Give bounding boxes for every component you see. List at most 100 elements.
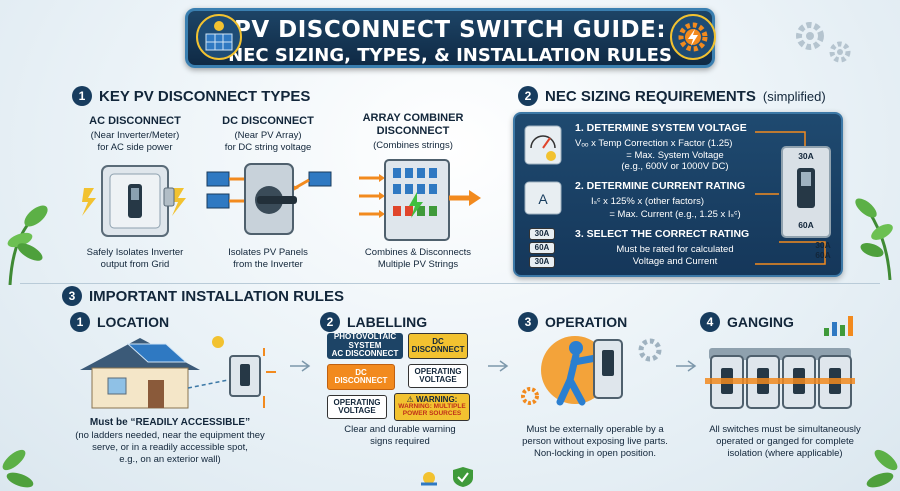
rule-4-title: GANGING (727, 314, 794, 330)
rule-2-desc2: signs required (370, 436, 430, 447)
section-1-number: 1 (72, 86, 92, 106)
ac-disconnect-box-icon (82, 165, 186, 237)
solar-panel-icon (196, 14, 242, 60)
rule-3-number: 3 (518, 312, 538, 332)
rating-item: 30A (529, 228, 555, 240)
title-banner: PV DISCONNECT SWITCH GUIDE: NEC SIZING, … (185, 8, 715, 68)
voltmeter-icon (524, 125, 562, 165)
section-1-heading: 1 KEY PV DISCONNECT TYPES (72, 86, 310, 106)
rule-3-heading: 3 OPERATION (518, 312, 627, 332)
rule-4-heading: 4 GANGING (700, 312, 794, 332)
step-3-title: 3. SELECT THE CORRECT RATING (575, 228, 750, 240)
step-1-title: 1. DETERMINE SYSTEM VOLTAGE (575, 122, 747, 134)
step-3-line1: Must be rated for calculated (616, 244, 734, 255)
rule-4-desc2: operated or ganged for complete (716, 436, 854, 447)
ac-disconnect-sub2: for AC side power (97, 142, 173, 153)
step-3-line2: Voltage and Current (632, 256, 718, 267)
side-rating-30a: 30A (815, 240, 831, 250)
section-2-number: 2 (518, 86, 538, 106)
step-1-line2: = Max. System Voltage (626, 150, 724, 161)
leaf-decoration-bottom-icon (2, 449, 34, 488)
bar-chart-icon (824, 316, 853, 336)
combiner-title-line2: DISCONNECT (376, 125, 450, 137)
ammeter-icon: A (524, 181, 562, 215)
switch-bottom-rating: 60A (798, 220, 814, 230)
side-rating-60a: 60A (815, 250, 831, 260)
combiner-title-line1: ARRAY COMBINER (362, 112, 464, 124)
rule-4-number: 4 (700, 312, 720, 332)
combiner-sub1: (Combines strings) (373, 140, 453, 151)
page-subtitle: NEC SIZING, TYPES, & INSTALLATION RULES (228, 45, 672, 66)
rated-switch-icon: 30A 60A (781, 146, 831, 238)
step-1-line1: Vₒₒ x Temp Correction x Factor (1.25) (575, 138, 733, 149)
rating-item: 30A (529, 256, 555, 268)
rating-list: 30A 60A 30A (529, 228, 555, 268)
ac-disconnect-desc1: Safely Isolates Inverter (86, 247, 184, 258)
operator-switch-icon (521, 336, 662, 406)
rule-3-desc3: Non-locking in open position. (534, 448, 656, 459)
dc-disconnect-title: DC DISCONNECT (222, 115, 314, 127)
page-title: PV DISCONNECT SWITCH GUIDE: (233, 17, 667, 43)
gears-icon (796, 22, 851, 63)
arrow-icon (290, 360, 311, 372)
section-2-title: NEC SIZING REQUIREMENTS (545, 87, 756, 105)
dc-disconnect-sub2: for DC string voltage (224, 142, 312, 153)
rule-3-desc2: person without exposing live parts. (522, 436, 668, 447)
rule-1-desc-bold: Must be “READILY ACCESSIBLE” (89, 417, 251, 428)
rule-1-desc1: (no ladders needed, near the equipment t… (75, 430, 265, 441)
section-1-title: KEY PV DISCONNECT TYPES (99, 87, 311, 105)
section-2-title-suffix: (simplified) (762, 88, 826, 104)
rule-2-heading: 2 LABELLING (320, 312, 427, 332)
leaf-decoration-icon (7, 205, 48, 285)
dc-disconnect-box-icon (206, 163, 332, 235)
rule-2-title: LABELLING (347, 314, 428, 330)
rule-1-heading: 1 LOCATION (70, 312, 169, 332)
rule-2-number: 2 (320, 312, 340, 332)
sun-shield-icon (421, 467, 473, 487)
rule-3-desc1: Must be externally operable by a (526, 424, 664, 435)
rule-3-title: OPERATION (545, 314, 628, 330)
leaf-decoration-bottom-right-icon (866, 449, 898, 488)
leaf-decoration-right-icon (855, 198, 893, 280)
rating-item: 60A (529, 242, 555, 254)
section-3-title: IMPORTANT INSTALLATION RULES (89, 287, 344, 305)
combiner-box-icon (359, 159, 481, 241)
ac-disconnect-desc2: output from Grid (100, 259, 170, 270)
rule-4-desc3: isolation (where applicable) (727, 448, 843, 459)
rule-1-desc2: serve, or in a readily accessible spot, (92, 442, 248, 453)
step-2-line2: = Max. Current (e.g., 1.25 x Iₛᶜ) (609, 209, 741, 220)
dc-disconnect-desc2: from the Inverter (233, 259, 303, 270)
dc-disconnect-desc1: Isolates PV Panels (228, 247, 308, 258)
section-2-heading: 2 NEC SIZING REQUIREMENTS (simplified) (518, 86, 826, 106)
arrow-icon (488, 360, 509, 372)
rule-1-desc3: e.g., on an exterior wall) (119, 454, 221, 465)
arrow-icon (676, 360, 697, 372)
gear-bolt-icon (670, 14, 716, 60)
rule-2-desc1: Clear and durable warning (344, 424, 456, 435)
switch-top-rating: 30A (798, 151, 814, 161)
rule-1-number: 1 (70, 312, 90, 332)
dc-disconnect-sub1: (Near PV Array) (234, 130, 302, 141)
svg-text:A: A (538, 191, 548, 207)
house-location-icon (80, 336, 276, 409)
ac-disconnect-title: AC DISCONNECT (89, 115, 181, 127)
step-1-line3: (e.g., 600V or 1000V DC) (621, 161, 729, 172)
step-2-line1: Iₛᶜ x 125% x (other factors) (591, 196, 705, 207)
step-2-title: 2. DETERMINE CURRENT RATING (575, 180, 746, 192)
ganged-switches-icon (705, 348, 855, 409)
combiner-desc2: Multiple PV Strings (377, 259, 459, 270)
section-3-number: 3 (62, 286, 82, 306)
section-3-heading: 3 IMPORTANT INSTALLATION RULES (62, 286, 344, 306)
section-divider (20, 283, 880, 284)
rule-4-desc1: All switches must be simultaneously (709, 424, 861, 435)
ac-disconnect-sub1: (Near Inverter/Meter) (90, 130, 180, 141)
combiner-desc1: Combines & Disconnects (364, 247, 472, 258)
connector-lines (755, 131, 826, 265)
rule-1-title: LOCATION (97, 314, 170, 330)
nec-sizing-panel: 1. DETERMINE SYSTEM VOLTAGE Vₒₒ x Temp C… (513, 112, 843, 277)
